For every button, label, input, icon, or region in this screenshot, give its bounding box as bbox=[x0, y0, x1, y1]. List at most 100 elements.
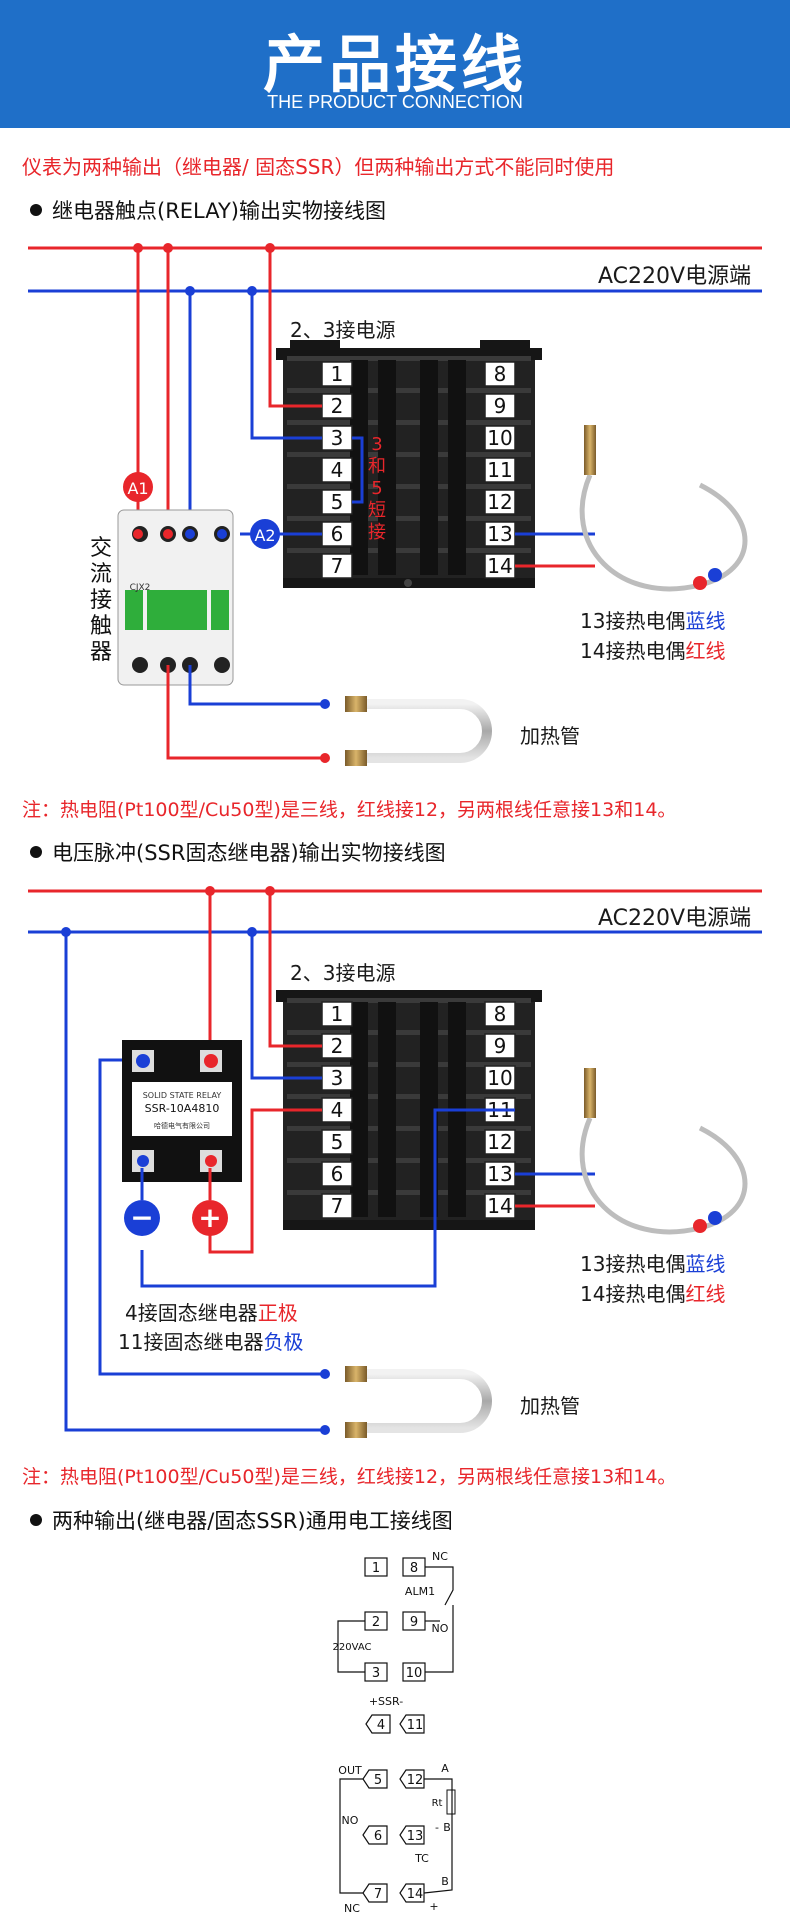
heater-nut bbox=[345, 1422, 367, 1438]
thermocouple-probe bbox=[584, 425, 596, 475]
sch-terminal-5-label: 5 bbox=[374, 1773, 382, 1788]
terminal2-10 bbox=[484, 1065, 516, 1091]
sch-220vac: 220VAC bbox=[333, 1642, 372, 1653]
terminal2-9-label: 9 bbox=[494, 1034, 507, 1058]
section2-power-note: 2、3接电源 bbox=[290, 961, 396, 985]
terminal2-2-label: 2 bbox=[331, 1034, 344, 1058]
short-note-char: 5 bbox=[371, 478, 382, 499]
terminal2-1-label: 1 bbox=[331, 1002, 344, 1026]
tc-lead-red bbox=[693, 576, 707, 590]
page-header: 产品接线 THE PRODUCT CONNECTION bbox=[0, 0, 790, 128]
terminal2-5 bbox=[321, 1129, 353, 1155]
section1-heading: 继电器触点(RELAY)输出实物接线图 bbox=[30, 195, 386, 225]
sch-terminal-10-label: 10 bbox=[406, 1666, 423, 1681]
section2-power-label: AC220V电源端 bbox=[598, 906, 752, 931]
tc-red-prefix: 14接热电偶 bbox=[580, 1282, 686, 1306]
badge-a1-text: A1 bbox=[127, 479, 148, 498]
ssr-minus-text: − bbox=[130, 1201, 153, 1234]
contactor-label-char: 流 bbox=[90, 562, 112, 587]
terminal2-12 bbox=[484, 1129, 516, 1155]
short-note-char: 接 bbox=[368, 522, 386, 543]
section2-heading-text: 电压脉冲(SSR固态继电器)输出实物接线图 bbox=[52, 841, 446, 865]
sch-terminal-6-label: 6 bbox=[374, 1829, 382, 1844]
wire-contactor-to-heater-blue bbox=[188, 665, 325, 706]
terminal-7 bbox=[321, 553, 353, 579]
ssr-positive-label: 4接固态继电器正极 bbox=[125, 1297, 298, 1326]
terminal-7-label: 7 bbox=[331, 554, 344, 578]
terminal-1 bbox=[321, 361, 353, 387]
wire-short-3-5 bbox=[352, 436, 364, 504]
badge-a2 bbox=[250, 519, 280, 549]
contactor-label-char: 器 bbox=[90, 640, 112, 665]
terminal-10-label: 10 bbox=[487, 426, 512, 450]
contactor-window bbox=[147, 590, 207, 630]
wire2-4-to-ssr-plus bbox=[208, 1108, 322, 1254]
section1-tc-blue: 13接热电偶蓝线 bbox=[580, 605, 725, 634]
terminal-3-label: 3 bbox=[331, 426, 344, 450]
terminal2-14-label: 14 bbox=[487, 1194, 512, 1218]
sch-alm1: ALM1 bbox=[405, 1585, 435, 1598]
sch-terminal-9-label: 9 bbox=[410, 1615, 418, 1630]
bullet-icon bbox=[30, 204, 42, 216]
wire2-11-to-ssr-minus bbox=[140, 1108, 515, 1288]
sch-terminal-4 bbox=[365, 1714, 391, 1734]
ssr-minus-icon bbox=[124, 1200, 160, 1236]
sch-terminal-4-label: 4 bbox=[377, 1718, 385, 1733]
sch-plus: + bbox=[429, 1900, 438, 1913]
ssr-plus-icon bbox=[192, 1200, 228, 1236]
junction-dot bbox=[320, 699, 330, 709]
wire-neutral-to-3 bbox=[250, 291, 322, 440]
terminal-5-label: 5 bbox=[331, 490, 344, 514]
junction-dot bbox=[320, 753, 330, 763]
sch-terminal-3-label: 3 bbox=[372, 1666, 380, 1681]
ssr-plus-text: + bbox=[198, 1201, 221, 1234]
ssr-negative-label: 11接固态继电器负极 bbox=[118, 1326, 303, 1355]
page-subtitle: THE PRODUCT CONNECTION bbox=[267, 92, 523, 112]
sch-tc: TC bbox=[414, 1852, 429, 1865]
bullet-icon bbox=[30, 1514, 42, 1526]
contactor-label-char: 接 bbox=[90, 588, 112, 613]
terminal2-7 bbox=[321, 1193, 353, 1219]
terminal2-3 bbox=[321, 1065, 353, 1091]
section3-heading: 两种输出(继电器/固态SSR)通用电工接线图 bbox=[30, 1505, 453, 1535]
section1-power-note: 2、3接电源 bbox=[290, 318, 396, 342]
terminal2-6-label: 6 bbox=[331, 1162, 344, 1186]
sch-terminal-11 bbox=[399, 1714, 425, 1734]
sch-no: NO bbox=[432, 1622, 449, 1635]
tc-blue-color: 蓝线 bbox=[685, 609, 726, 633]
contactor-screw bbox=[132, 657, 148, 673]
heater-nut bbox=[345, 1366, 367, 1382]
terminal-3 bbox=[321, 425, 353, 451]
terminal2-12-label: 12 bbox=[487, 1130, 512, 1154]
sch-rt: Rt bbox=[432, 1798, 443, 1809]
contactor-screw bbox=[214, 657, 230, 673]
section1-tc-red: 14接热电偶红线 bbox=[580, 635, 725, 664]
sch-nc: NC bbox=[432, 1550, 448, 1563]
terminal2-7-label: 7 bbox=[331, 1194, 344, 1218]
section1-heater-label: 加热管 bbox=[520, 724, 580, 748]
sch-ssr: +SSR- bbox=[369, 1695, 403, 1708]
terminal2-2 bbox=[321, 1033, 353, 1059]
terminal-11-label: 11 bbox=[487, 458, 512, 482]
tc-blue-prefix: 13接热电偶 bbox=[580, 609, 686, 633]
note2: 注：热电阻(Pt100型/Cu50型)是三线，红线接12，另两根线任意接13和1… bbox=[22, 1466, 677, 1488]
ssr-label-plate bbox=[132, 1082, 232, 1136]
terminal-9-label: 9 bbox=[494, 394, 507, 418]
heater-nut bbox=[345, 750, 367, 766]
junction-dot bbox=[320, 1369, 330, 1379]
sch-terminal-11-label: 11 bbox=[407, 1718, 424, 1733]
sch-terminal-5 bbox=[362, 1769, 388, 1789]
wire2-neutral-to-3 bbox=[250, 932, 322, 1080]
terminal2-6 bbox=[321, 1161, 353, 1187]
sch-terminal-14-label: 14 bbox=[407, 1887, 424, 1902]
page-title: 产品接线 bbox=[262, 28, 527, 101]
short-note-char: 短 bbox=[368, 500, 386, 521]
sch-terminal-1-label: 1 bbox=[372, 1561, 380, 1576]
sch-terminal-2-label: 2 bbox=[372, 1615, 380, 1630]
terminal2-1 bbox=[321, 1001, 353, 1027]
terminal-14 bbox=[484, 553, 516, 579]
short-note-char: 3 bbox=[371, 434, 382, 455]
heater-nut bbox=[345, 696, 367, 712]
terminal-13-label: 13 bbox=[487, 522, 512, 546]
heater-tube bbox=[355, 1369, 492, 1433]
